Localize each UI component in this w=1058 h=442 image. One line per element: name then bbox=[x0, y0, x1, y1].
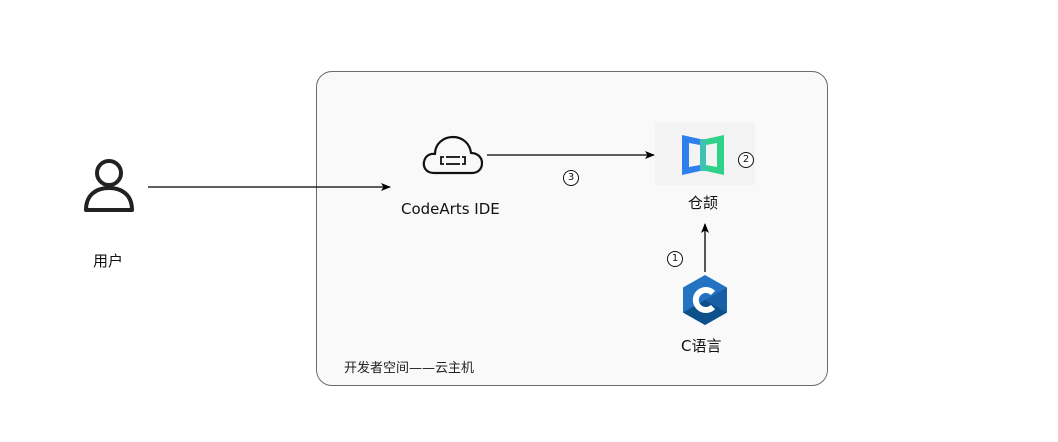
cloud-ide-icon bbox=[422, 133, 484, 177]
step-2-badge: 2 bbox=[738, 152, 754, 168]
step-3-badge: 3 bbox=[563, 170, 579, 186]
cangjie-logo-icon bbox=[680, 132, 726, 178]
user-label: 用户 bbox=[93, 252, 124, 270]
repo-label: 仓颉 bbox=[688, 194, 719, 212]
user-icon bbox=[82, 157, 136, 213]
ide-label: CodeArts IDE bbox=[401, 200, 500, 218]
c-language-label: C语言 bbox=[681, 337, 722, 355]
container-label: 开发者空间——云主机 bbox=[344, 361, 475, 376]
c-language-icon bbox=[682, 274, 728, 326]
step-1-badge: 1 bbox=[667, 251, 683, 267]
